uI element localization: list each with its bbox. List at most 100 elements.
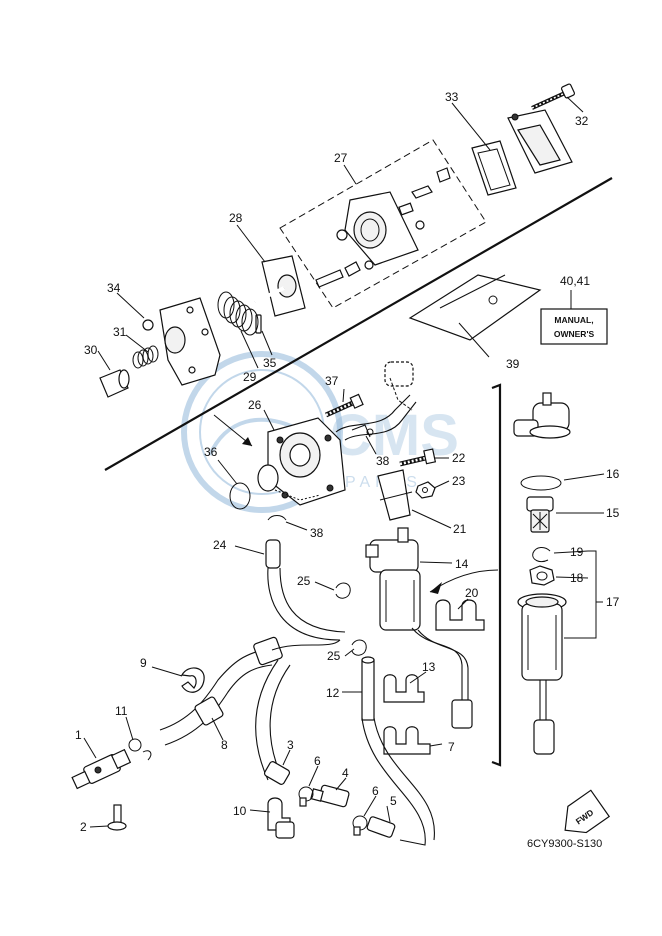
callout-17: 17 bbox=[606, 595, 620, 609]
sensor-connector bbox=[451, 699, 473, 729]
callout-11: 11 bbox=[115, 704, 128, 718]
callout-22: 22 bbox=[452, 451, 466, 465]
pump-hose-top bbox=[335, 394, 411, 433]
callout-34: 34 bbox=[107, 281, 121, 295]
callout-32: 32 bbox=[575, 114, 589, 128]
part-24-hose bbox=[265, 539, 346, 641]
part-7-clip bbox=[383, 726, 431, 755]
callout-1: 1 bbox=[75, 728, 82, 742]
part-22-bolt bbox=[399, 448, 437, 467]
sensor-wire bbox=[411, 627, 463, 700]
part-38-clip-a bbox=[351, 424, 374, 438]
callout-15: 15 bbox=[606, 506, 620, 520]
part-34-nut bbox=[142, 319, 154, 331]
part-12-pipe bbox=[361, 656, 375, 721]
part-39-bag bbox=[408, 274, 542, 341]
part-20-clamp bbox=[435, 599, 485, 631]
part-3-hose bbox=[255, 659, 291, 785]
leader-lines bbox=[83, 96, 605, 828]
callout-29: 29 bbox=[243, 370, 257, 384]
part-27-pump-body bbox=[315, 167, 451, 288]
part-19-ring bbox=[532, 547, 551, 563]
part-16-o-ring bbox=[520, 475, 562, 491]
part-32-bolt bbox=[531, 83, 576, 110]
callout-4: 4 bbox=[342, 766, 349, 780]
diagram-reference-code: 6CY9300-S130 bbox=[527, 838, 602, 850]
part-11-clip bbox=[128, 738, 152, 761]
callout-26: 26 bbox=[248, 398, 262, 412]
callout-7: 7 bbox=[448, 740, 455, 754]
part-17-cup bbox=[517, 593, 567, 755]
callout-18: 18 bbox=[570, 571, 584, 585]
callout-21: 21 bbox=[453, 522, 467, 536]
manual-label-line2: OWNER'S bbox=[554, 329, 595, 339]
part-38-clip-b bbox=[267, 515, 287, 521]
part-small-filter-top bbox=[384, 361, 414, 411]
callout-13: 13 bbox=[422, 660, 436, 674]
part-2-screw bbox=[107, 804, 127, 831]
callout-12: 12 bbox=[326, 686, 340, 700]
callout-39: 39 bbox=[506, 357, 520, 371]
callout-20: 20 bbox=[465, 586, 479, 600]
callout-9: 9 bbox=[140, 656, 147, 670]
callout-27: 27 bbox=[334, 151, 348, 165]
svg-text:CMS: CMS bbox=[330, 403, 459, 468]
callout-25b: 25 bbox=[327, 649, 341, 663]
part-10-clamp bbox=[267, 797, 295, 839]
detail-panel-bracket bbox=[491, 383, 502, 767]
callout-16: 16 bbox=[606, 467, 620, 481]
callout-38a: 38 bbox=[376, 454, 390, 468]
callout-19: 19 bbox=[570, 545, 584, 559]
manual-label-line1: MANUAL, bbox=[554, 315, 593, 325]
part-33-gasket bbox=[471, 140, 517, 196]
callout-10: 10 bbox=[233, 804, 247, 818]
part-29-spring bbox=[217, 291, 259, 336]
watermark-logo: CMS PARTS bbox=[181, 351, 459, 513]
part-37-bolt bbox=[324, 393, 364, 418]
part-28-plate bbox=[254, 255, 306, 317]
part-13-clip bbox=[383, 674, 425, 703]
part-40-41-manual-box: MANUAL, OWNER'S bbox=[540, 308, 608, 345]
part-1-fitting bbox=[71, 748, 132, 790]
callout-numbers: 1 2 3 4 5 6 6 7 8 9 10 11 12 13 14 15 16… bbox=[75, 90, 620, 834]
callout-8: 8 bbox=[221, 738, 228, 752]
part-23-nut bbox=[415, 481, 436, 499]
callout-2: 2 bbox=[80, 820, 87, 834]
part-6-clip-b bbox=[352, 815, 368, 836]
assembly-arrow-right bbox=[429, 569, 499, 594]
separator-line bbox=[104, 177, 613, 471]
callout-36: 36 bbox=[204, 445, 218, 459]
part-4-joint bbox=[310, 784, 350, 808]
detail-filter-head bbox=[513, 392, 571, 439]
part-25-clip-b bbox=[351, 639, 367, 656]
callout-35: 35 bbox=[263, 356, 277, 370]
part-30-plunger bbox=[99, 369, 130, 398]
part-21-bracket bbox=[377, 469, 413, 521]
part-36-o-ring bbox=[229, 482, 251, 510]
part-26-fuel-pump bbox=[257, 417, 346, 506]
part-9-clip bbox=[181, 667, 205, 693]
callout-6a: 6 bbox=[314, 754, 321, 768]
callout-3: 3 bbox=[287, 738, 294, 752]
part-31-spring bbox=[132, 345, 159, 369]
callout-6b: 6 bbox=[372, 784, 379, 798]
callout-28: 28 bbox=[229, 211, 243, 225]
part-cover-plate bbox=[507, 109, 573, 174]
callout-30: 30 bbox=[84, 343, 98, 357]
part-35-pin bbox=[255, 314, 262, 334]
callout-40-41: 40,41 bbox=[560, 274, 590, 288]
callout-23: 23 bbox=[452, 474, 466, 488]
callout-37: 37 bbox=[325, 374, 339, 388]
part-14-fuel-filter bbox=[365, 527, 421, 631]
part-18-nut bbox=[529, 565, 555, 586]
callout-24: 24 bbox=[213, 538, 227, 552]
part-pump-end-plate bbox=[159, 297, 221, 386]
callout-33: 33 bbox=[445, 90, 459, 104]
part-5-hose bbox=[361, 717, 435, 846]
part-8-hose bbox=[159, 636, 341, 746]
part-25-clip-a bbox=[335, 582, 351, 599]
callout-31: 31 bbox=[113, 325, 127, 339]
fwd-direction-badge: FWD bbox=[564, 789, 611, 834]
callout-5: 5 bbox=[390, 794, 397, 808]
